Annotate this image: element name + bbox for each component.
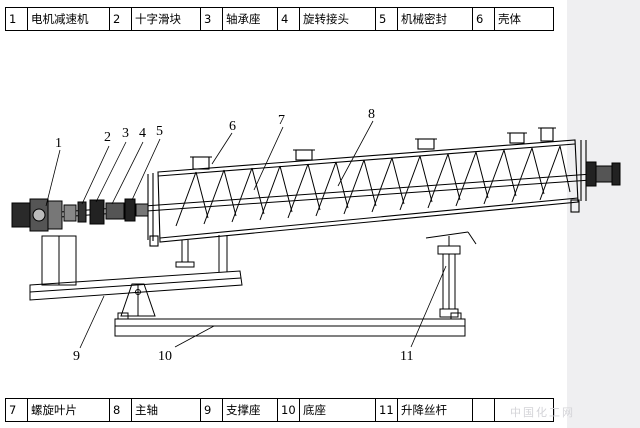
legend-number: 8	[109, 398, 132, 422]
motor-support-beam	[29, 235, 243, 301]
legend-row-top: 1 电机减速机 2 十字滑块 3 轴承座 4 旋转接头 5 机械密封 6 壳体	[5, 7, 554, 31]
legend-part-name: 壳体	[494, 7, 554, 31]
page-background-strip	[567, 0, 640, 428]
watermark: 中国化工网	[510, 406, 575, 419]
legend-number: 6	[472, 7, 495, 31]
legend-number: 2	[109, 7, 132, 31]
legend-part-name: 轴承座	[222, 7, 278, 31]
support-seat	[120, 283, 156, 317]
legend-table-top: 1 电机减速机 2 十字滑块 3 轴承座 4 旋转接头 5 机械密封 6 壳体	[5, 7, 554, 31]
callout-11: 11	[400, 349, 413, 364]
vessel-legs	[175, 231, 477, 272]
base-frame	[114, 312, 466, 337]
legend-part-name: 十字滑块	[131, 7, 201, 31]
drive-end-assembly	[63, 198, 149, 225]
legend-number: 9	[200, 398, 223, 422]
legend-number: 11	[375, 398, 398, 422]
legend-number: 7	[5, 398, 28, 422]
callout-9: 9	[73, 349, 80, 364]
callout-10: 10	[158, 349, 172, 364]
callout-2: 2	[104, 130, 111, 145]
legend-number	[472, 398, 495, 422]
legend-part-name: 螺旋叶片	[27, 398, 110, 422]
callout-4: 4	[139, 126, 146, 141]
legend-part-name: 升降丝杆	[397, 398, 473, 422]
main-shaft	[59, 171, 621, 218]
screw-flights	[175, 145, 571, 227]
legend-number: 10	[277, 398, 300, 422]
legend-table-bottom: 7 螺旋叶片 8 主轴 9 支撑座 10 底座 11 升降丝杆	[5, 398, 554, 422]
motor-reducer	[11, 198, 63, 232]
callout-leaders	[45, 120, 447, 349]
legend-part-name: 电机减速机	[27, 7, 110, 31]
callout-3: 3	[122, 126, 129, 141]
callout-7: 7	[278, 113, 285, 128]
legend-row-bottom: 7 螺旋叶片 8 主轴 9 支撑座 10 底座 11 升降丝杆	[5, 398, 554, 422]
tail-end-assembly	[585, 161, 621, 187]
legend-part-name: 主轴	[131, 398, 201, 422]
screw-lifter	[437, 236, 461, 318]
callout-6: 6	[229, 119, 236, 134]
callout-5: 5	[156, 124, 163, 139]
callout-8: 8	[368, 107, 375, 122]
legend-part-name: 底座	[299, 398, 376, 422]
vessel-shell	[147, 127, 587, 247]
callout-1: 1	[55, 136, 62, 151]
legend-part-name	[494, 398, 554, 422]
legend-part-name: 机械密封	[397, 7, 473, 31]
legend-part-name: 支撑座	[222, 398, 278, 422]
